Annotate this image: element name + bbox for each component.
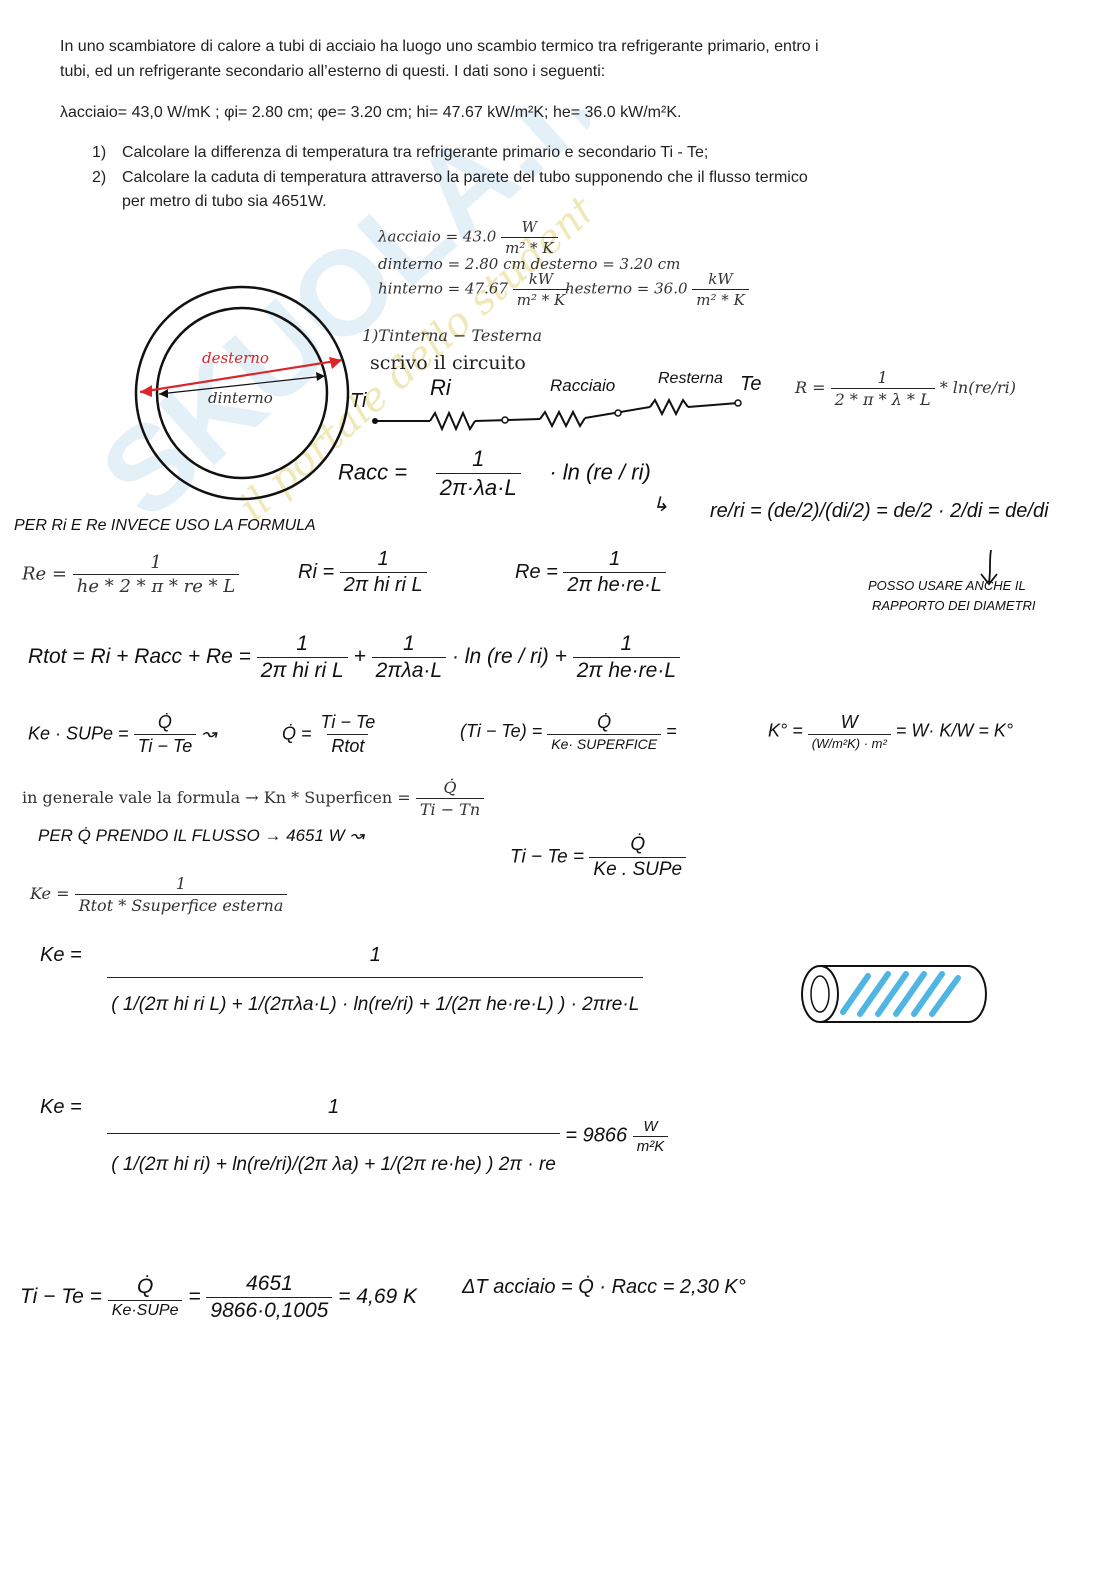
circuit-resterna-label: Resterna — [658, 370, 723, 387]
ri-re-note: PER Ri E Re INVECE USO LA FORMULA — [14, 517, 316, 534]
given-diameters: dinterno = 2.80 cm desterno = 3.20 cm — [378, 255, 681, 273]
ke-relation-units: K° = W(W/m²K) · m² = W· K/W = K° — [768, 712, 1014, 751]
tube-sketch — [801, 965, 987, 1023]
write-circuit-label: scrivo il circuito — [370, 352, 526, 374]
question-1-text: Calcolare la differenza di temperatura t… — [122, 144, 709, 161]
ratio-equation: re/ri = (de/2)/(di/2) = de/2 · 2/di = de… — [710, 500, 1049, 522]
ratio-note-arrow — [980, 549, 998, 586]
label-dinterno: dinterno — [208, 389, 273, 407]
ratio-note-line2: RAPPORTO DEI DIAMETRI — [872, 598, 1036, 613]
ti-te-flux-formula: Ti − Te = Q̇Ke . SUPe — [510, 834, 687, 881]
problem-data-line: λacciaio= 43,0 W/mK ; φi= 2.80 cm; φe= 3… — [60, 104, 682, 121]
circuit-ti-label: Ti — [350, 390, 367, 412]
circuit-ri-label: Ri — [430, 375, 451, 400]
problem-intro-line2: tubi, ed un refrigerante secondario all’… — [60, 63, 606, 80]
question-2-line2: per metro di tubo sia 4651W. — [122, 193, 327, 210]
thermal-circuit-diagram — [372, 397, 742, 432]
ke-relation-a: Ke · SUPe = Q̇Ti − Te ↝ — [28, 712, 217, 756]
question-1-number: 1) — [92, 144, 107, 161]
ke-result-formula: Ke = 1( 1/(2π hi ri) + ln(re/ri)/(2π λa)… — [40, 1096, 669, 1176]
ke-relation-c: (Ti − Te) = Q̇Ke· SUPERFICE = — [460, 712, 677, 752]
flux-note: PER Q̇ PRENDO IL FLUSSO → 4651 W ↝ — [38, 826, 364, 845]
question-2-line1: Calcolare la caduta di temperatura attra… — [122, 169, 808, 186]
step-1-heading: 1)Tinterna − Testerna — [362, 326, 542, 345]
problem-intro-line1: In uno scambiatore di calore a tubi di a… — [60, 38, 819, 55]
circuit-racciaio-label: Racciaio — [550, 376, 616, 395]
general-formula: in generale vale la formula → Kn * Super… — [22, 778, 485, 819]
circuit-te-label: Te — [740, 373, 762, 395]
question-2-number: 2) — [92, 169, 107, 186]
label-desterno: desterno — [202, 349, 269, 367]
ratio-arrow: ↳ — [652, 494, 669, 516]
pipe-cross-section-diagram — [134, 285, 350, 501]
delta-t-acciaio: ΔT acciaio = Q̇ · Racc = 2,30 K° — [462, 1276, 746, 1298]
ke-big-formula: Ke = 1( 1/(2π hi ri L) + 1/(2πλa·L) · ln… — [40, 944, 644, 1016]
